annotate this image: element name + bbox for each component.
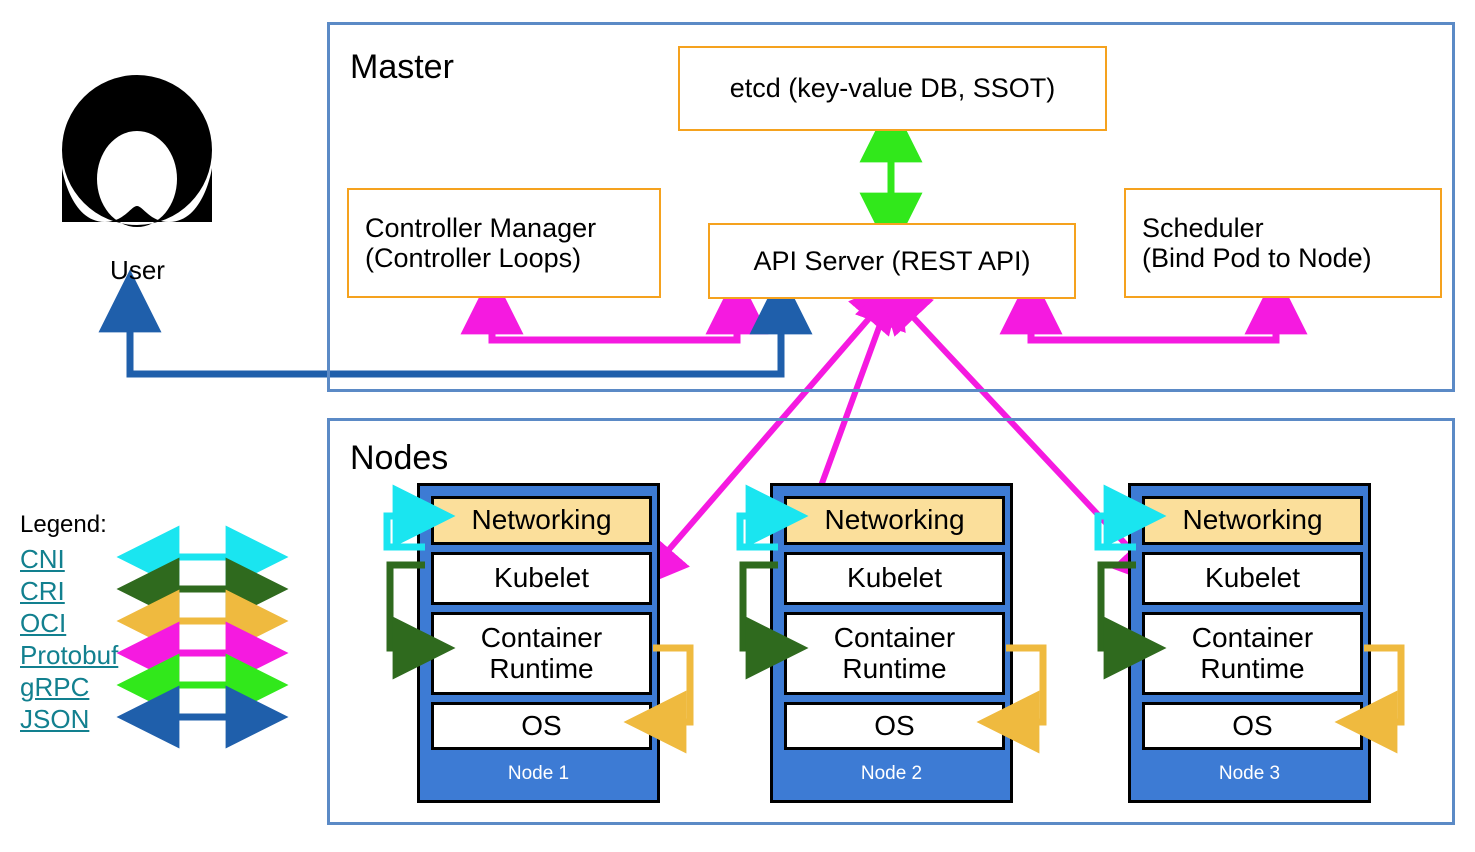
node-2-networking-label: Networking: [824, 504, 965, 536]
legend-item-cni[interactable]: CNI: [20, 544, 65, 574]
node-2-kubelet-label: Kubelet: [847, 562, 942, 594]
legend-item-protobuf[interactable]: Protobuf: [20, 640, 119, 670]
node-3-os[interactable]: OS: [1142, 702, 1363, 750]
user-head-icon: [62, 75, 212, 227]
controller-manager-line1: Controller Manager: [365, 212, 597, 243]
api-server-box[interactable]: API Server (REST API): [708, 223, 1076, 299]
etcd-label: etcd (key-value DB, SSOT): [729, 73, 1056, 104]
node-2-os[interactable]: OS: [784, 702, 1005, 750]
nodes-group-title: Nodes: [350, 439, 449, 477]
scheduler-line1: Scheduler: [1142, 212, 1264, 243]
master-group-title: Master: [350, 48, 454, 86]
node-3-name: Node 3: [1218, 763, 1281, 784]
legend-item-json[interactable]: JSON: [20, 704, 90, 734]
legend-item-grpc[interactable]: gRPC: [20, 672, 90, 702]
node-1-kubelet[interactable]: Kubelet: [431, 552, 652, 605]
node-2-name: Node 2: [860, 763, 923, 784]
node-3-networking-label: Networking: [1182, 504, 1323, 536]
master-group: [327, 22, 1455, 392]
node-2-os-label: OS: [874, 709, 915, 741]
node-1-os[interactable]: OS: [431, 702, 652, 750]
node-2-networking[interactable]: Networking: [784, 496, 1005, 545]
api-server-label: API Server (REST API): [753, 245, 1031, 276]
node-3-networking[interactable]: Networking: [1142, 496, 1363, 545]
node-1-kubelet-label: Kubelet: [494, 562, 589, 594]
node-1-networking[interactable]: Networking: [431, 496, 652, 545]
node-1-networking-label: Networking: [471, 504, 612, 536]
node-1-name: Node 1: [507, 763, 570, 784]
scheduler-line2: (Bind Pod to Node): [1142, 243, 1372, 273]
nodes-group: [327, 418, 1455, 825]
legend-title: Legend:: [20, 511, 107, 538]
node-2-kubelet[interactable]: Kubelet: [784, 552, 1005, 605]
controller-manager-box[interactable]: Controller Manager (Controller Loops): [347, 188, 661, 298]
node-1-os-label: OS: [521, 709, 562, 741]
legend-item-oci[interactable]: OCI: [20, 608, 67, 638]
node-3-kubelet-label: Kubelet: [1205, 562, 1300, 594]
user-label: User: [110, 255, 165, 285]
scheduler-box[interactable]: Scheduler (Bind Pod to Node): [1124, 188, 1442, 298]
node-3-kubelet[interactable]: Kubelet: [1142, 552, 1363, 605]
controller-manager-line2: (Controller Loops): [365, 243, 582, 273]
legend-item-cri[interactable]: CRI: [20, 576, 65, 606]
user-body-icon: [62, 168, 212, 222]
node-3-os-label: OS: [1232, 709, 1273, 741]
etcd-box[interactable]: etcd (key-value DB, SSOT): [678, 46, 1107, 131]
